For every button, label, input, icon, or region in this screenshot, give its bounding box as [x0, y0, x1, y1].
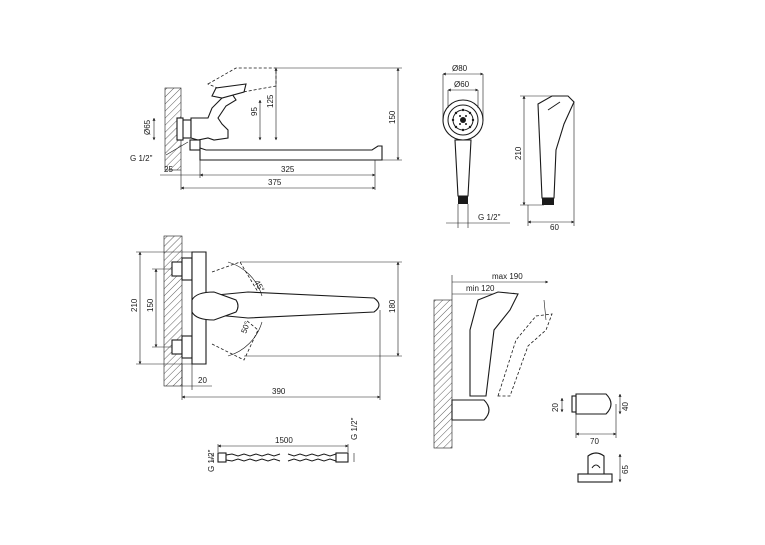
holder-front-cup — [587, 452, 605, 475]
lever-top — [191, 291, 239, 321]
holder-assembly: max 190 min 120 20 40 70 65 — [433, 272, 630, 483]
dim-w325: 325 — [281, 165, 295, 174]
hose-left — [225, 453, 281, 462]
hose-length: 1500 — [275, 436, 293, 445]
spout — [199, 145, 383, 161]
dim-d65: Ø65 — [143, 119, 152, 135]
dim-h150-top: 150 — [146, 298, 155, 312]
thread-label-shower: G 1/2" — [478, 213, 501, 222]
shower-outlet — [189, 139, 201, 151]
angle-45: 45° — [252, 279, 266, 294]
dim-h150: 150 — [388, 110, 397, 124]
wall-holder — [433, 299, 453, 449]
dim-d80: Ø80 — [452, 64, 468, 73]
mixer-body — [190, 93, 237, 141]
dim-w20: 20 — [198, 376, 207, 385]
dim-h40: 40 — [621, 402, 630, 411]
hose-thread-left: G 1/2" — [207, 449, 216, 472]
spout-top — [205, 291, 380, 319]
lever — [211, 83, 247, 99]
holder-front-plate — [577, 473, 613, 483]
wall-top — [163, 235, 183, 387]
dim-max190: max 190 — [492, 272, 523, 281]
dim-h210-top: 210 — [130, 298, 139, 312]
shower-side-body — [537, 95, 575, 199]
dim-w375: 375 — [268, 178, 282, 187]
nozzles — [451, 108, 475, 132]
shower-hose: 1500 G 1/2" G 1/2" — [207, 417, 359, 472]
dim-h125: 125 — [266, 94, 275, 108]
holder-side — [575, 393, 612, 415]
holder-bracket — [451, 399, 490, 421]
shower-head-front-view: Ø80 Ø60 G 1/2" — [442, 64, 510, 228]
hose-thread-right: G 1/2" — [350, 417, 359, 440]
decor-cap — [176, 117, 184, 141]
dim-h65: 65 — [621, 465, 630, 474]
dim-h95: 95 — [250, 107, 259, 116]
dim-w70: 70 — [590, 437, 599, 446]
thread-label: G 1/2" — [130, 154, 153, 163]
dim-d60: Ø60 — [454, 80, 470, 89]
dim-h210-shower: 210 — [514, 146, 523, 160]
angle-50: 50° — [239, 320, 252, 334]
dim-h20: 20 — [551, 403, 560, 412]
shower-handle-front — [454, 139, 472, 197]
faucet-side-view: Ø65 95 125 150 G 1/2" 25 325 375 — [130, 67, 402, 190]
shower-head-inner — [447, 104, 479, 136]
dim-w25: 25 — [164, 165, 173, 174]
shower-head-side-view: 210 60 — [514, 95, 575, 232]
dim-w390: 390 — [272, 387, 286, 396]
shower-in-holder — [469, 291, 519, 397]
dim-min120: min 120 — [466, 284, 495, 293]
dim-h180: 180 — [388, 299, 397, 313]
shower-tilted-outline — [497, 313, 553, 397]
dim-w60: 60 — [550, 223, 559, 232]
faucet-top-view: 45° 50° 210 150 180 20 390 — [130, 235, 402, 400]
hose-right — [287, 453, 337, 462]
